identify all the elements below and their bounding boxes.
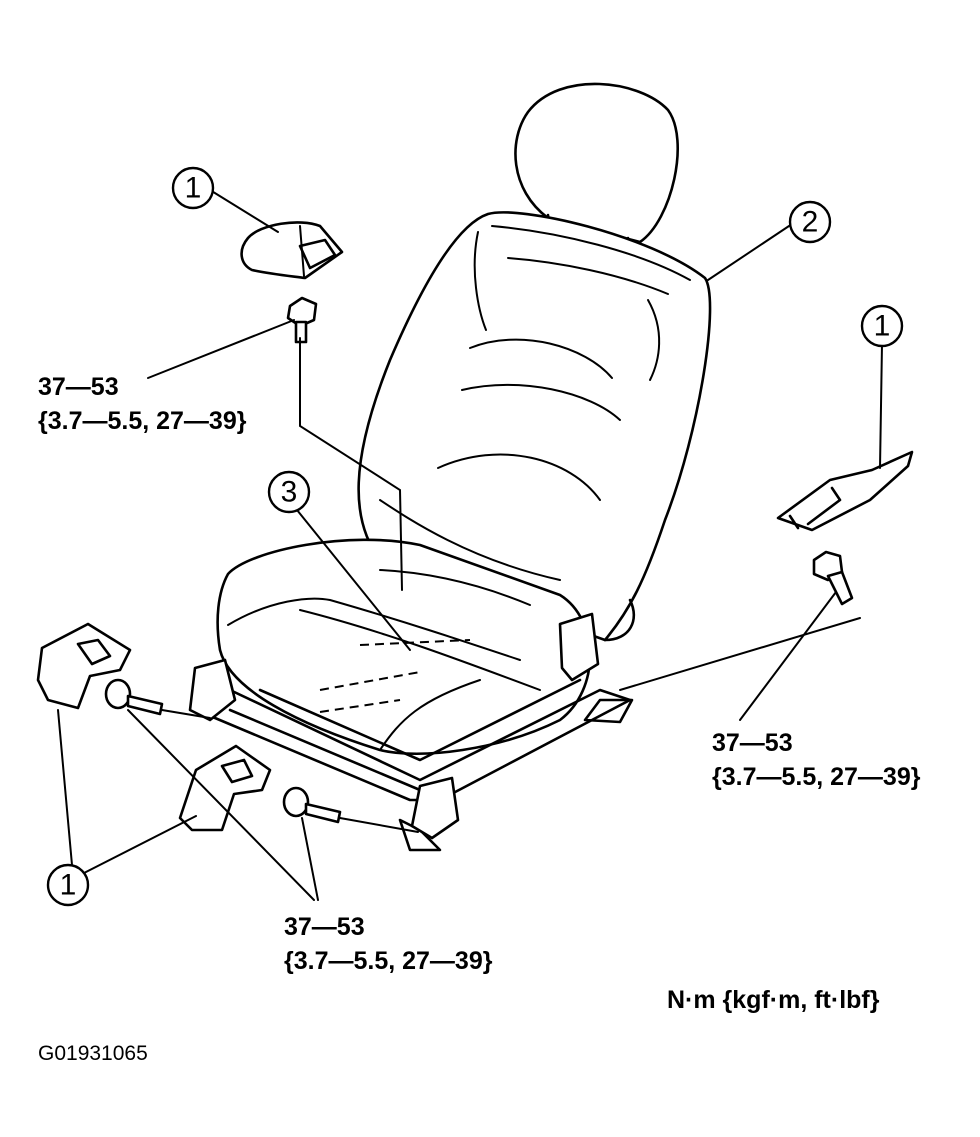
cover-bottom-left-a xyxy=(36,622,132,710)
seat-cushion xyxy=(216,538,592,755)
torque-detail: {3.7—5.5, 27—39} xyxy=(284,947,493,975)
figure-id: G01931065 xyxy=(38,1042,148,1065)
callout-1-bottom-left: 1 xyxy=(46,863,90,907)
torque-spec-top-left: 37—53 {3.7—5.5, 27—39} xyxy=(38,370,246,438)
bolt-bottom-left-a xyxy=(104,678,164,716)
units-note: N·m {kgf·m, ft·lbf} xyxy=(667,986,880,1014)
svg-text:1: 1 xyxy=(185,172,202,205)
bolt-right xyxy=(812,550,854,606)
svg-text:1: 1 xyxy=(60,869,77,902)
torque-nm: 37—53 xyxy=(284,913,365,941)
cover-top-left xyxy=(240,221,344,280)
callout-1-right: 1 xyxy=(860,304,904,348)
callout-1-top-left: 1 xyxy=(171,166,215,210)
bolt-top-left xyxy=(286,296,318,344)
seat-back xyxy=(357,211,712,642)
callout-2-seat-back: 2 xyxy=(788,200,832,244)
cover-right xyxy=(776,450,914,532)
torque-spec-right: 37—53 {3.7—5.5, 27—39} xyxy=(712,726,920,794)
seat-rails xyxy=(188,612,634,852)
svg-text:1: 1 xyxy=(874,310,891,343)
svg-text:2: 2 xyxy=(802,206,819,239)
bolt-bottom-left-b xyxy=(282,786,342,824)
torque-nm: 37—53 xyxy=(38,373,119,401)
torque-nm: 37—53 xyxy=(712,729,793,757)
torque-detail: {3.7—5.5, 27—39} xyxy=(712,763,921,791)
torque-detail: {3.7—5.5, 27—39} xyxy=(38,407,247,435)
install-guide-lines xyxy=(161,337,861,833)
callout-3-cushion: 3 xyxy=(267,470,311,514)
leader-lines xyxy=(57,189,883,901)
svg-text:3: 3 xyxy=(281,476,298,509)
torque-spec-bottom: 37—53 {3.7—5.5, 27—39} xyxy=(284,910,492,978)
